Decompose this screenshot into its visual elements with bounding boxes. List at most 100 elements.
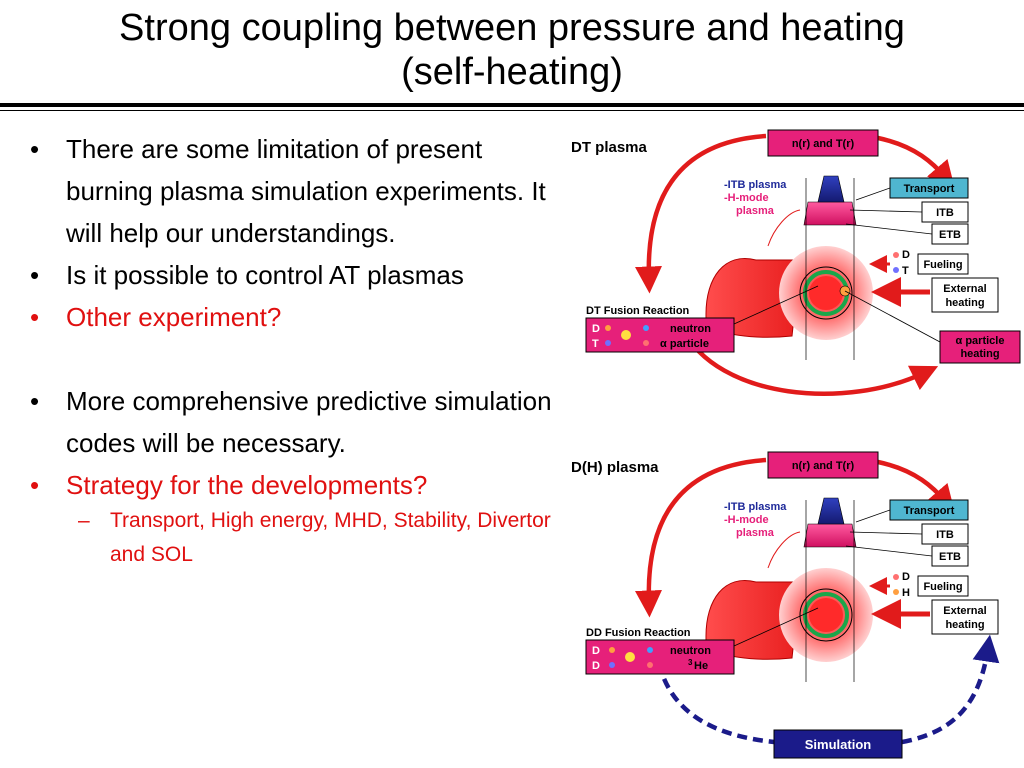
itb-plasma-label: -ITB plasma (724, 179, 787, 191)
etb-label: ETB (939, 551, 961, 563)
external-heating-label-2: heating (945, 619, 984, 631)
bullet-dot: • (30, 386, 40, 416)
alpha-leader-line (844, 290, 941, 343)
bullet-text: There are some limitation of present bur… (66, 134, 546, 248)
fuel-d-label: D (902, 249, 910, 261)
dh-plasma-title: D(H) plasma (571, 459, 659, 476)
hmode-label: -H-mode (724, 192, 769, 204)
external-heating-label-1: External (943, 605, 986, 617)
plasma-label: plasma (736, 527, 775, 539)
fusion-leader-line (733, 285, 819, 325)
reactant-1-label: D (592, 323, 600, 335)
bullet-list: • There are some limitation of present bu… (22, 128, 552, 572)
reactant-1-label: D (592, 645, 600, 657)
hmode-profile-shape (803, 201, 857, 226)
fueling-box (917, 575, 969, 597)
itb-label: ITB (936, 207, 954, 219)
plasma-core (809, 276, 843, 310)
profile-box (767, 451, 879, 479)
cycle-arrow-top-left (634, 133, 767, 294)
bullet-dot: • (30, 134, 40, 164)
fusion-burst-icon (625, 652, 635, 662)
fuel-h-label: H (902, 587, 910, 599)
fueling-label: Fueling (923, 581, 962, 593)
plasma-itb-ring (799, 588, 853, 642)
itb-plasma-label: -ITB plasma (724, 501, 787, 513)
cycle-arrow-top-right (877, 135, 955, 189)
slide-title-line-2: (self-heating) (401, 51, 623, 93)
sub-bullet-text: Transport, High energy, MHD, Stability, … (110, 509, 551, 566)
dh-plasma-panel: D(H) plasma n(r) and T(r) -ITB plasma -H… (571, 451, 1000, 759)
cycle-arrow-top-right (877, 459, 955, 513)
title-rule-thick (0, 103, 1024, 107)
simulation-arrow-right (901, 634, 1000, 745)
fusion-burst-icon (621, 330, 631, 340)
itb-profile-shape (817, 497, 845, 525)
helium-icon (647, 662, 653, 668)
product-1-label: neutron (670, 323, 711, 335)
profile-box-label: n(r) and T(r) (792, 460, 855, 472)
alpha-heating-box (939, 330, 1021, 364)
bullet-item: •Strategy for the developments? (22, 464, 552, 506)
itb-leader-line (849, 209, 923, 213)
neutron-icon (647, 647, 653, 653)
hydrogen-icon (893, 589, 899, 595)
fusion-reaction-title: DD Fusion Reaction (586, 627, 691, 639)
external-heating-box (931, 599, 999, 635)
transport-label: Transport (904, 183, 955, 195)
reactant-icon (609, 662, 615, 668)
plasma-coupling-diagram: DT plasma n(r) and T(r) -ITB plasma -H-m… (571, 129, 1021, 759)
bullet-text: Strategy for the developments? (66, 470, 428, 500)
fusion-reaction-box (585, 639, 735, 675)
reactant-2-label: T (592, 338, 599, 350)
fuel-t-label: T (902, 265, 909, 277)
fusion-reaction-box (585, 317, 735, 353)
bullet-item: • Is it possible to control AT plasmas (22, 254, 552, 296)
profile-box-label: n(r) and T(r) (792, 138, 855, 150)
fuel-d-label: D (902, 571, 910, 583)
alpha-icon (643, 340, 649, 346)
neutron-icon (643, 325, 649, 331)
external-heating-box (931, 277, 999, 313)
itb-label: ITB (936, 529, 954, 541)
bullet-text: Other experiment? (66, 302, 282, 332)
slide-title: Strong coupling between pressure and hea… (0, 6, 1024, 94)
reactant-2-label: D (592, 660, 600, 672)
dt-plasma-title: DT plasma (571, 139, 648, 156)
plasma-label: plasma (736, 205, 775, 217)
product-2-label: α particle (660, 338, 709, 350)
hmode-label: -H-mode (724, 514, 769, 526)
title-rule-thin (0, 110, 1024, 111)
bullet-dot: • (30, 302, 40, 332)
deuterium-icon (893, 252, 899, 258)
alpha-heating-label-2: heating (960, 348, 999, 360)
bullet-item: • More comprehensive predictive simulatio… (22, 380, 552, 464)
cycle-arrow-top-left (634, 457, 767, 618)
alpha-heating-label-1: α particle (956, 335, 1005, 347)
slide-title-line-1: Strong coupling between pressure and hea… (119, 7, 905, 49)
fueling-label: Fueling (923, 259, 962, 271)
torus-edge (767, 209, 801, 247)
sub-bullet-dash: – (78, 509, 90, 532)
hmode-profile-shape (803, 523, 857, 548)
reactant-icon (605, 325, 611, 331)
bullet-text: More comprehensive predictive simulation… (66, 386, 552, 458)
bullet-dot: • (30, 260, 40, 290)
deuterium-icon (893, 574, 899, 580)
tritium-icon (893, 267, 899, 273)
reactant-icon (605, 340, 611, 346)
simulation-label: Simulation (805, 737, 872, 752)
external-heating-label-2: heating (945, 297, 984, 309)
etb-label: ETB (939, 229, 961, 241)
plasma-green-ring (803, 592, 849, 638)
bullet-item: • Other experiment? (22, 296, 552, 338)
fusion-leader-line (733, 607, 819, 647)
bullet-text: Is it possible to control AT plasmas (66, 260, 464, 290)
fueling-box (917, 253, 969, 275)
transport-leader-line (855, 509, 891, 523)
itb-leader-line (849, 531, 923, 535)
external-heating-label-1: External (943, 283, 986, 295)
itb-profile-shape (817, 175, 845, 203)
dt-plasma-panel: DT plasma n(r) and T(r) -ITB plasma -H-m… (571, 129, 1021, 396)
reactant-icon (609, 647, 615, 653)
